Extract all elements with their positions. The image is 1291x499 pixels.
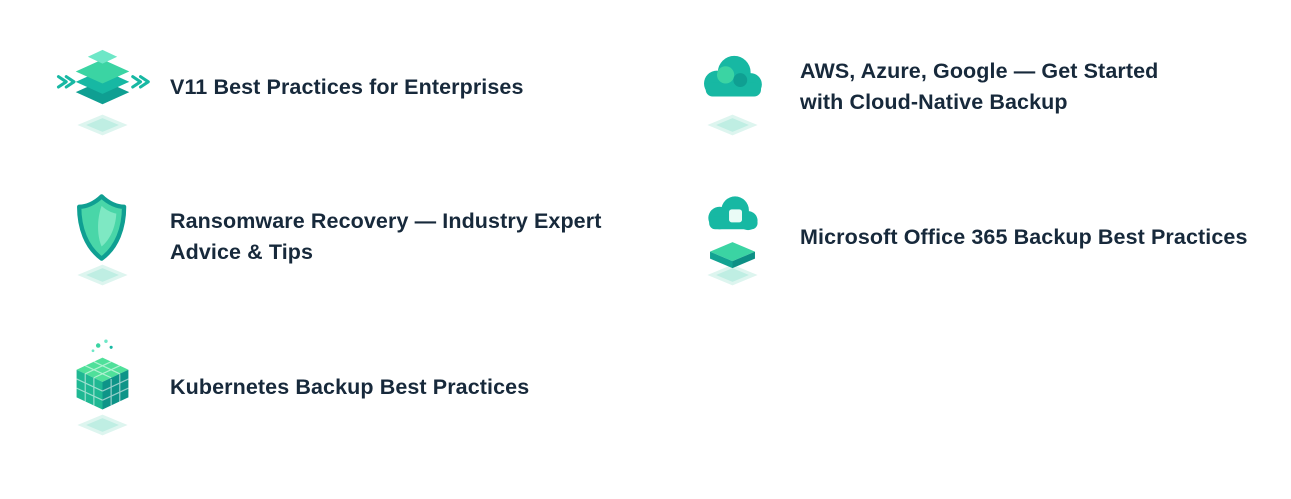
- link-kubernetes-backup[interactable]: Kubernetes Backup Best Practices: [55, 335, 685, 439]
- ransomware-shield-icon: [55, 185, 150, 289]
- link-ransomware-recovery[interactable]: Ransomware Recovery — Industry Expert Ad…: [55, 185, 685, 289]
- link-office-365-backup[interactable]: Microsoft Office 365 Backup Best Practic…: [685, 185, 1271, 289]
- link-title: Microsoft Office 365 Backup Best Practic…: [800, 224, 1248, 249]
- resource-links-grid: V11 Best Practices for Enterprises AWS, …: [55, 35, 1271, 439]
- link-title: Kubernetes Backup Best Practices: [170, 374, 530, 399]
- link-title: V11 Best Practices for Enterprises: [170, 74, 524, 99]
- cloud-native-backup-icon: [685, 35, 780, 139]
- v11-layers-icon: [55, 35, 150, 139]
- office-365-cloud-icon: [685, 185, 780, 289]
- kubernetes-cubes-icon: [55, 335, 150, 439]
- link-title: Ransomware Recovery — Industry Expert Ad…: [170, 209, 602, 264]
- link-title: AWS, Azure, Google — Get Started with Cl…: [800, 59, 1159, 114]
- link-cloud-native-backup[interactable]: AWS, Azure, Google — Get Started with Cl…: [685, 35, 1271, 139]
- link-v11-best-practices[interactable]: V11 Best Practices for Enterprises: [55, 35, 685, 139]
